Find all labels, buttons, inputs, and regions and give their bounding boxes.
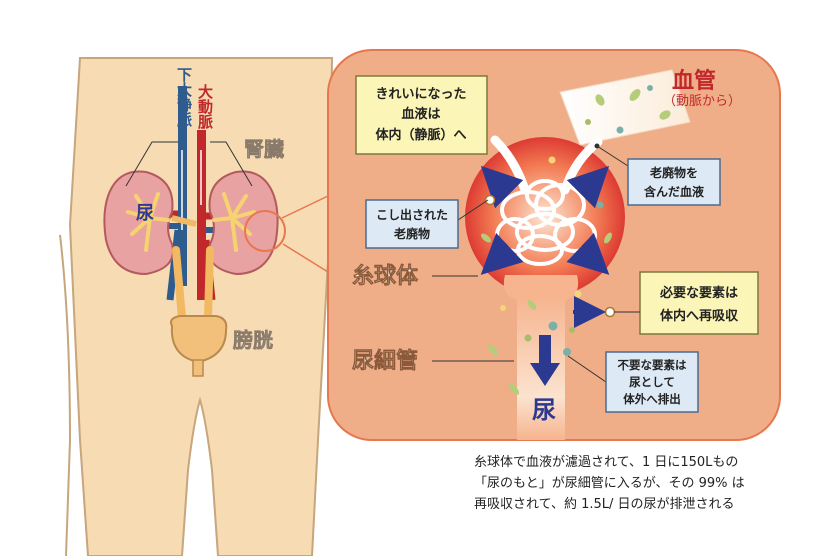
aorta-label: 大動脈 (196, 83, 214, 130)
callout-reabsorb: 必要な要素は 体内へ再吸収 (614, 271, 759, 335)
callout-clean-blood: きれいになった 血液は 体内（静脈）へ (355, 75, 488, 155)
particles (481, 156, 616, 395)
excrete-line-2: 尿として (629, 375, 675, 389)
magnifier (244, 195, 329, 273)
left-kidney (103, 170, 197, 276)
urine-label: 尿 (532, 396, 556, 424)
tubule-label: 尿細管 (352, 348, 418, 374)
body-labels: 下大静脈 大動脈 腎臓 尿 膀胱 (136, 67, 284, 352)
clean-blood-line-3: 体内（静脈）へ (375, 127, 466, 143)
filtered-waste-line-2: 老廃物 (394, 226, 430, 241)
caption-line-2: 「尿のもと」が尿細管に入るが、その 99% は (474, 476, 745, 491)
urine-in-kidney-label: 尿 (136, 203, 154, 224)
aorta (197, 130, 206, 300)
vena-cava-label: 下大静脈 (175, 67, 193, 128)
excrete-line-1: 不要な要素は (618, 358, 687, 372)
callout-waste-blood: 老廃物を 含んだ血液 (594, 143, 721, 206)
glomerulus-label: 糸球体 (352, 264, 419, 289)
incoming-blood-vessel (559, 69, 691, 146)
waste-blood-line-2: 含んだ血液 (644, 184, 704, 199)
clean-blood-line-2: 血液は (401, 106, 440, 122)
callout-excrete: 不要な要素は 尿として 体外へ排出 (567, 351, 699, 413)
bowman-capsule (465, 137, 625, 297)
waste-blood-line-1: 老廃物を (650, 165, 698, 180)
from-artery-label: （動脈から） (663, 94, 741, 109)
filtered-waste-line-1: こし出された (376, 207, 448, 222)
body-silhouette (59, 57, 334, 556)
kidney-label: 腎臓 (244, 137, 284, 161)
caption-line-3: 再吸収されて、約 1.5L/ 日の尿が排泄される (474, 497, 735, 512)
clean-blood-line-1: きれいになった (375, 87, 466, 102)
kidney-pointer-lines (125, 141, 253, 187)
bladder-label: 膀胱 (232, 328, 273, 352)
excrete-line-3: 体外へ排出 (623, 392, 681, 406)
bladder (170, 315, 228, 377)
ureters (172, 246, 214, 322)
right-kidney (208, 170, 279, 276)
blood-vessel-label: 血管 (672, 68, 716, 94)
caption-line-1: 糸球体で血液が濾過されて、1 日に150Lもの (474, 455, 739, 470)
filtration-arrows (480, 165, 610, 275)
urine-arrow (530, 335, 560, 386)
explanation-caption: 糸球体で血液が濾過されて、1 日に150Lもの 「尿のもと」が尿細管に入るが、そ… (474, 452, 814, 515)
reabsorb-line-2: 体内へ再吸収 (660, 308, 739, 324)
callout-filtered-waste: こし出された 老廃物 (365, 199, 489, 249)
reabsorb-line-1: 必要な要素は (659, 285, 738, 301)
